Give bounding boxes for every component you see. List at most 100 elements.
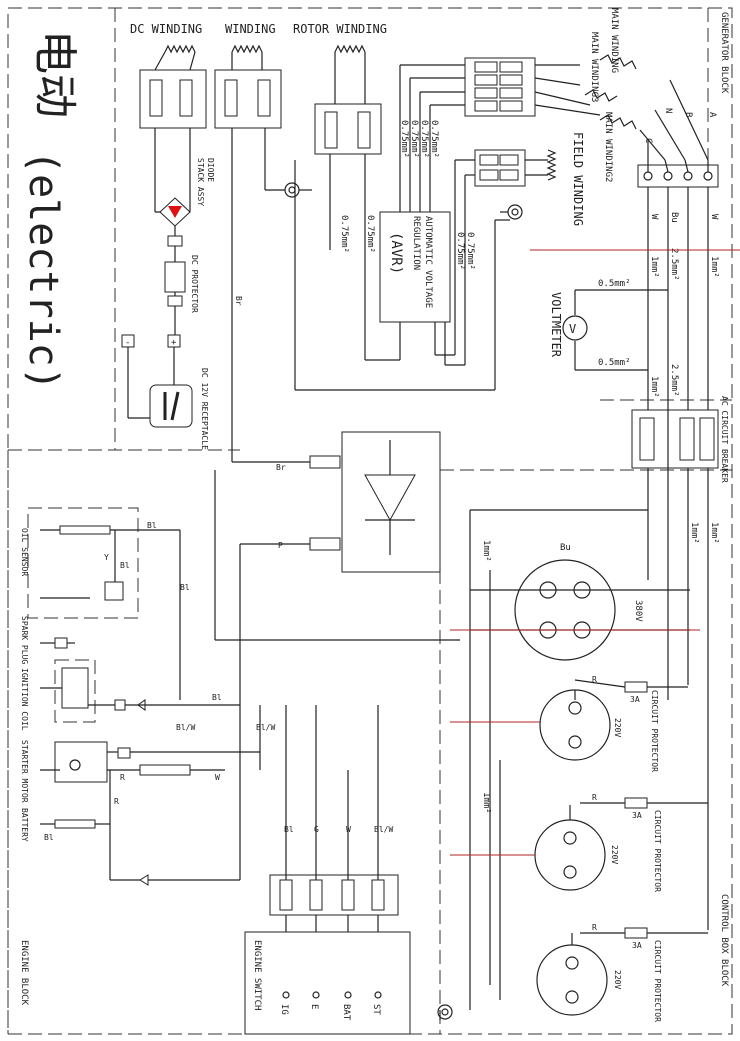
svg-text:BAT: BAT bbox=[341, 1004, 351, 1021]
engine-switch: ENGINE SWITCH IG E BAT ST bbox=[244, 931, 411, 1035]
svg-text:AUTOMATIC VOLTAGE: AUTOMATIC VOLTAGE bbox=[423, 216, 433, 308]
svg-text:MAIN WINDING: MAIN WINDING bbox=[609, 8, 619, 73]
avr: AUTOMATIC VOLTAGE REGULATION (AVR) bbox=[379, 211, 451, 323]
svg-text:W: W bbox=[709, 214, 719, 220]
svg-text:Bl: Bl bbox=[180, 583, 190, 592]
brand-chars: 电动 bbox=[29, 30, 80, 118]
svg-text:+: + bbox=[171, 338, 177, 348]
svg-text:CIRCUIT PROTECTOR: CIRCUIT PROTECTOR bbox=[650, 690, 659, 772]
socket-380v: Bu 380V bbox=[470, 543, 690, 661]
svg-text:A: A bbox=[707, 112, 717, 118]
svg-text:ENGINE SWITCH: ENGINE SWITCH bbox=[252, 940, 262, 1010]
svg-text:W: W bbox=[649, 214, 659, 220]
socket-220v-2: 220V R CIRCUIT PROTECTOR 3A bbox=[534, 793, 662, 892]
svg-text:0.75mm²: 0.75mm² bbox=[399, 120, 409, 158]
top-windings bbox=[154, 44, 366, 105]
svg-text:3A: 3A bbox=[632, 811, 642, 820]
socket-220v-3: 220V R CIRCUIT PROTECTOR 3A bbox=[536, 923, 662, 1022]
svg-text:Bu: Bu bbox=[669, 212, 679, 223]
rectifier: Br P bbox=[240, 431, 441, 573]
svg-text:E: E bbox=[309, 1004, 319, 1009]
svg-text:CIRCUIT PROTECTOR: CIRCUIT PROTECTOR bbox=[653, 810, 662, 892]
svg-text:0.75mm²: 0.75mm² bbox=[455, 232, 465, 270]
svg-text:220V: 220V bbox=[610, 845, 619, 864]
dc-receptacle: - + DC 12V RECEPTACLE bbox=[121, 334, 209, 450]
dc-receptacle-label: DC 12V RECEPTACLE bbox=[200, 368, 209, 450]
svg-text:Bl: Bl bbox=[120, 561, 130, 570]
svg-text:R: R bbox=[114, 797, 119, 806]
svg-text:Bl: Bl bbox=[284, 825, 294, 834]
svg-text:220V: 220V bbox=[613, 970, 622, 989]
svg-text:Bl/W: Bl/W bbox=[176, 723, 195, 732]
svg-text:AC CIRCUIT BREAKER: AC CIRCUIT BREAKER bbox=[720, 396, 729, 483]
ground-symbol-1 bbox=[264, 128, 312, 198]
svg-text:OIL SENSOR: OIL SENSOR bbox=[20, 528, 29, 576]
ground-symbol-2 bbox=[500, 204, 523, 220]
ignition-coil: SPARK PLUG IGNITION COIL Bl bbox=[20, 616, 240, 731]
svg-text:P: P bbox=[278, 541, 283, 550]
svg-text:MAIN WINDING2: MAIN WINDING2 bbox=[603, 112, 613, 182]
svg-text:REGULATION: REGULATION bbox=[411, 216, 421, 270]
svg-text:0.75mm²: 0.75mm² bbox=[365, 215, 375, 253]
diode-stack: DIODE STACK ASSY DC PROTECTOR bbox=[154, 128, 215, 340]
svg-text:IG: IG bbox=[279, 1004, 289, 1015]
diode-label-1: DIODE bbox=[206, 158, 215, 182]
terminal-strip: A B N C bbox=[637, 108, 719, 188]
svg-text:ST: ST bbox=[371, 1004, 381, 1015]
svg-text:380V: 380V bbox=[633, 600, 643, 622]
svg-text:W: W bbox=[215, 773, 220, 782]
svg-text:1mm²: 1mm² bbox=[481, 792, 491, 814]
brand-block: 电动 (electric) bbox=[20, 30, 80, 391]
svg-text:Bl: Bl bbox=[147, 521, 157, 530]
svg-text:SPARK PLUG: SPARK PLUG bbox=[20, 616, 29, 664]
svg-text:ENGINE BLOCK: ENGINE BLOCK bbox=[19, 940, 29, 1006]
svg-text:Y: Y bbox=[104, 553, 109, 562]
svg-text:Bl: Bl bbox=[44, 833, 54, 842]
svg-text:2.5mm²: 2.5mm² bbox=[669, 364, 679, 397]
brand-word: (electric) bbox=[20, 150, 66, 391]
oil-sensor: OIL SENSOR Y Bl Bl bbox=[20, 507, 157, 619]
svg-text:V: V bbox=[569, 322, 576, 336]
svg-text:FIELD WINDING: FIELD WINDING bbox=[571, 132, 585, 226]
svg-text:1mm²: 1mm² bbox=[649, 376, 659, 398]
svg-text:1mm²: 1mm² bbox=[481, 540, 491, 562]
svg-text:(AVR): (AVR) bbox=[388, 232, 404, 274]
battery: BATTERY Bl R bbox=[20, 770, 240, 886]
svg-text:R: R bbox=[592, 793, 597, 802]
svg-text:STARTER MOTOR: STARTER MOTOR bbox=[20, 740, 29, 803]
svg-text:0.75mm²: 0.75mm² bbox=[409, 120, 419, 158]
svg-text:0.75mm²: 0.75mm² bbox=[429, 120, 439, 158]
svg-text:VOLTMETER: VOLTMETER bbox=[549, 292, 563, 358]
svg-text:Bl: Bl bbox=[212, 693, 222, 702]
svg-text:R: R bbox=[592, 923, 597, 932]
ac-circuit-breaker: AC CIRCUIT BREAKER bbox=[631, 396, 729, 700]
svg-text:1mm²: 1mm² bbox=[709, 522, 719, 544]
svg-text:3A: 3A bbox=[630, 695, 640, 704]
svg-text:CONTROL BOX BLOCK: CONTROL BOX BLOCK bbox=[719, 894, 729, 987]
svg-text:Br: Br bbox=[276, 463, 286, 472]
socket-220v-1: 220V R CIRCUIT PROTECTOR 3A bbox=[539, 675, 659, 772]
svg-text:220V: 220V bbox=[613, 718, 622, 737]
diode-label-2: STACK ASSY bbox=[196, 158, 205, 206]
avr-wires bbox=[231, 64, 510, 463]
svg-text:0.75mm²: 0.75mm² bbox=[339, 215, 349, 253]
winding-label: WINDING bbox=[225, 22, 276, 36]
main-winding-connectors bbox=[464, 57, 536, 187]
svg-text:W: W bbox=[346, 825, 351, 834]
svg-text:1mm²: 1mm² bbox=[709, 256, 719, 278]
svg-text:0.75mm²: 0.75mm² bbox=[419, 120, 429, 158]
svg-text:GENERATOR BLOCK: GENERATOR BLOCK bbox=[719, 12, 729, 94]
svg-text:0.5mm²: 0.5mm² bbox=[598, 279, 631, 289]
svg-text:Bl/W: Bl/W bbox=[256, 723, 275, 732]
svg-text:0.5mm²: 0.5mm² bbox=[598, 358, 631, 368]
svg-text:B: B bbox=[683, 112, 693, 117]
svg-text:1mm²: 1mm² bbox=[689, 522, 699, 544]
svg-text:MAIN WINDING3: MAIN WINDING3 bbox=[589, 32, 599, 102]
svg-text:-: - bbox=[125, 338, 130, 348]
dc-winding-label: DC WINDING bbox=[130, 22, 202, 36]
svg-text:2.5mm²: 2.5mm² bbox=[669, 248, 679, 281]
dc-protector-label: DC PROTECTOR bbox=[190, 255, 199, 313]
svg-text:IGNITION COIL: IGNITION COIL bbox=[20, 668, 29, 731]
voltmeter: V VOLTMETER 0.5mm² 0.5mm² bbox=[549, 279, 668, 371]
